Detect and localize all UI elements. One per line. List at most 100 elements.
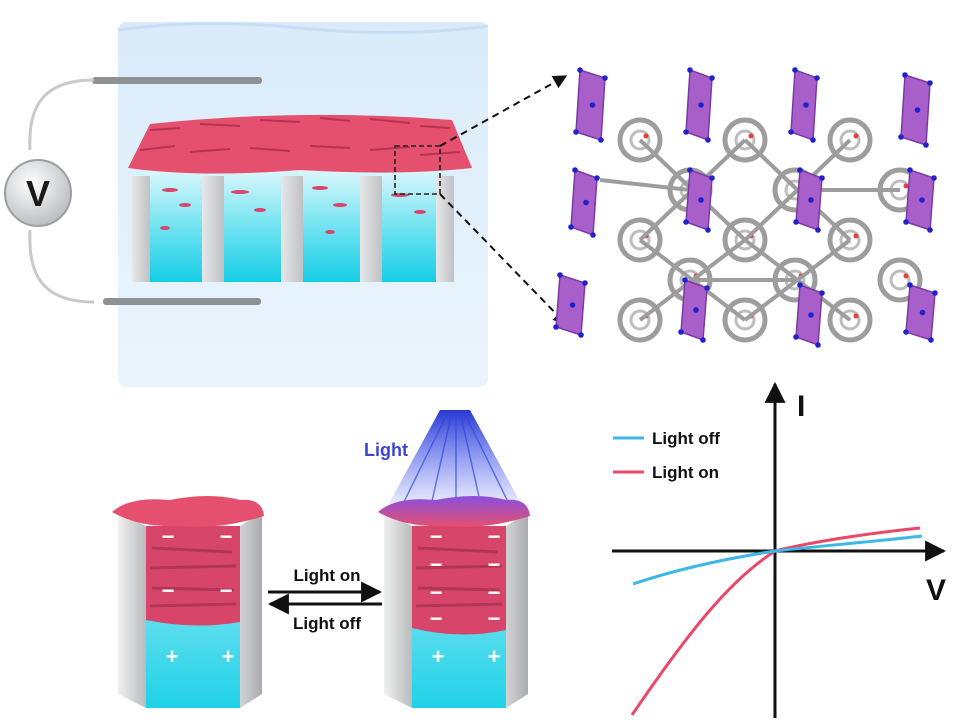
negative-charge: − bbox=[220, 524, 233, 549]
nitrogen-atom bbox=[808, 197, 814, 203]
forward-label: Light on bbox=[293, 566, 360, 585]
negative-charge: − bbox=[162, 578, 175, 603]
nitrogen-atom bbox=[582, 280, 588, 286]
framework-crystal-structure bbox=[553, 67, 938, 348]
light-switching-scheme: − − − − + + Light on Light off Light bbox=[112, 410, 530, 708]
nitrogen-atom bbox=[919, 309, 926, 316]
channel-right-wall bbox=[506, 512, 528, 708]
membrane-plug bbox=[412, 526, 506, 635]
oxygen-atom bbox=[853, 133, 859, 139]
porphyrin-core bbox=[629, 229, 651, 251]
nitrogen-atom bbox=[792, 67, 798, 73]
membrane-shading bbox=[415, 546, 503, 608]
framework-membrane bbox=[128, 114, 472, 174]
membrane-top bbox=[378, 496, 530, 527]
nitrogen-atom bbox=[927, 80, 933, 86]
nitrogen-atom bbox=[803, 102, 809, 108]
nitrogen-atom bbox=[705, 137, 711, 143]
nitrogen-atom bbox=[788, 129, 794, 135]
nitrogen-atom bbox=[815, 342, 821, 348]
nitrogen-atom bbox=[898, 134, 904, 140]
negative-charge: − bbox=[220, 578, 233, 603]
nitrogen-atom bbox=[709, 175, 715, 181]
channel-wall bbox=[436, 176, 454, 282]
light-rays bbox=[399, 411, 513, 511]
porphyrin-ring bbox=[722, 117, 768, 163]
nitrogen-atom bbox=[687, 67, 693, 73]
porphyrin-core bbox=[734, 229, 756, 251]
nitrogen-atom bbox=[923, 142, 929, 148]
nitrogen-atom bbox=[594, 175, 600, 181]
channel-dark-state: − − − − + + bbox=[112, 496, 264, 708]
linker-bond bbox=[743, 238, 852, 322]
channel-wall bbox=[281, 176, 303, 282]
zoom-arrow-upper bbox=[439, 75, 568, 147]
light-beam bbox=[380, 410, 530, 520]
nitrogen-atom bbox=[573, 129, 579, 135]
channel-wall bbox=[132, 176, 150, 282]
channel-wall bbox=[202, 176, 224, 282]
porphyrin-ring bbox=[617, 297, 663, 343]
nitrogen-atom bbox=[590, 232, 596, 238]
top-electrode bbox=[92, 77, 262, 84]
nitrogen-atom bbox=[931, 175, 937, 181]
oxygen-atom bbox=[643, 133, 649, 139]
negative-charge: − bbox=[162, 524, 175, 549]
negative-charge: − bbox=[488, 606, 501, 631]
negative-charge: − bbox=[430, 552, 443, 577]
porphyrin-ring bbox=[722, 297, 768, 343]
negative-charge: − bbox=[430, 580, 443, 605]
nitrogen-atom bbox=[700, 337, 706, 343]
porphyrin-core bbox=[734, 129, 756, 151]
sediment-flakes bbox=[160, 186, 426, 234]
nitrogen-atom bbox=[927, 227, 933, 233]
nitrogen-atom bbox=[709, 75, 715, 81]
porphyrin-core bbox=[734, 309, 756, 331]
nitrogen-atom bbox=[682, 277, 688, 283]
nitrogen-atom bbox=[810, 137, 816, 143]
zoom-arrow-lower bbox=[439, 193, 567, 326]
channel-wall bbox=[360, 176, 382, 282]
porphyrin-core bbox=[839, 309, 861, 331]
porphyrin-ring bbox=[617, 217, 663, 263]
porphyrin-core bbox=[839, 229, 861, 251]
nitrogen-atom bbox=[793, 219, 799, 225]
channel-left-wall bbox=[384, 512, 412, 708]
nitrogen-atom bbox=[569, 302, 576, 308]
nitrogen-atom bbox=[572, 167, 578, 173]
nitrogen-atom bbox=[553, 324, 559, 330]
nitrogen-atom bbox=[928, 337, 934, 343]
nitrogen-atom bbox=[903, 329, 909, 335]
negative-charge: − bbox=[488, 580, 501, 605]
nitrogen-atom bbox=[583, 199, 589, 206]
nitrogen-atom bbox=[602, 75, 608, 81]
nitrogen-atom bbox=[907, 167, 913, 173]
nitrogen-atom bbox=[578, 332, 584, 338]
oxygen-atom bbox=[748, 133, 754, 139]
nitrogen-atom bbox=[698, 197, 704, 203]
circuit-wire bbox=[28, 78, 95, 304]
porphyrin-core bbox=[629, 309, 651, 331]
negative-charge: − bbox=[488, 552, 501, 577]
membrane-texture bbox=[139, 117, 461, 156]
nitrogen-atom bbox=[698, 102, 704, 108]
nitrogen-atom bbox=[577, 67, 583, 73]
nitrogen-atom bbox=[598, 137, 604, 143]
positive-charge: + bbox=[432, 644, 445, 669]
nitrogen-atom bbox=[704, 285, 710, 291]
oxygen-atom bbox=[853, 313, 859, 319]
oxygen-atom bbox=[853, 233, 859, 239]
nitrogen-atom bbox=[808, 312, 814, 318]
nitrogen-atom bbox=[932, 290, 938, 296]
channel-illuminated-state: − − − − − − − − + + bbox=[378, 496, 530, 708]
channel-right-wall bbox=[240, 512, 262, 708]
voltmeter-label: V bbox=[26, 173, 50, 214]
membrane-top bbox=[112, 496, 264, 527]
light-label: Light bbox=[364, 440, 408, 460]
porphyrin-ring bbox=[877, 257, 923, 303]
nitrogen-atom bbox=[797, 282, 803, 288]
oxygen-atom bbox=[903, 273, 909, 279]
tank-wave-top bbox=[117, 21, 489, 35]
positive-charge: + bbox=[222, 644, 235, 669]
